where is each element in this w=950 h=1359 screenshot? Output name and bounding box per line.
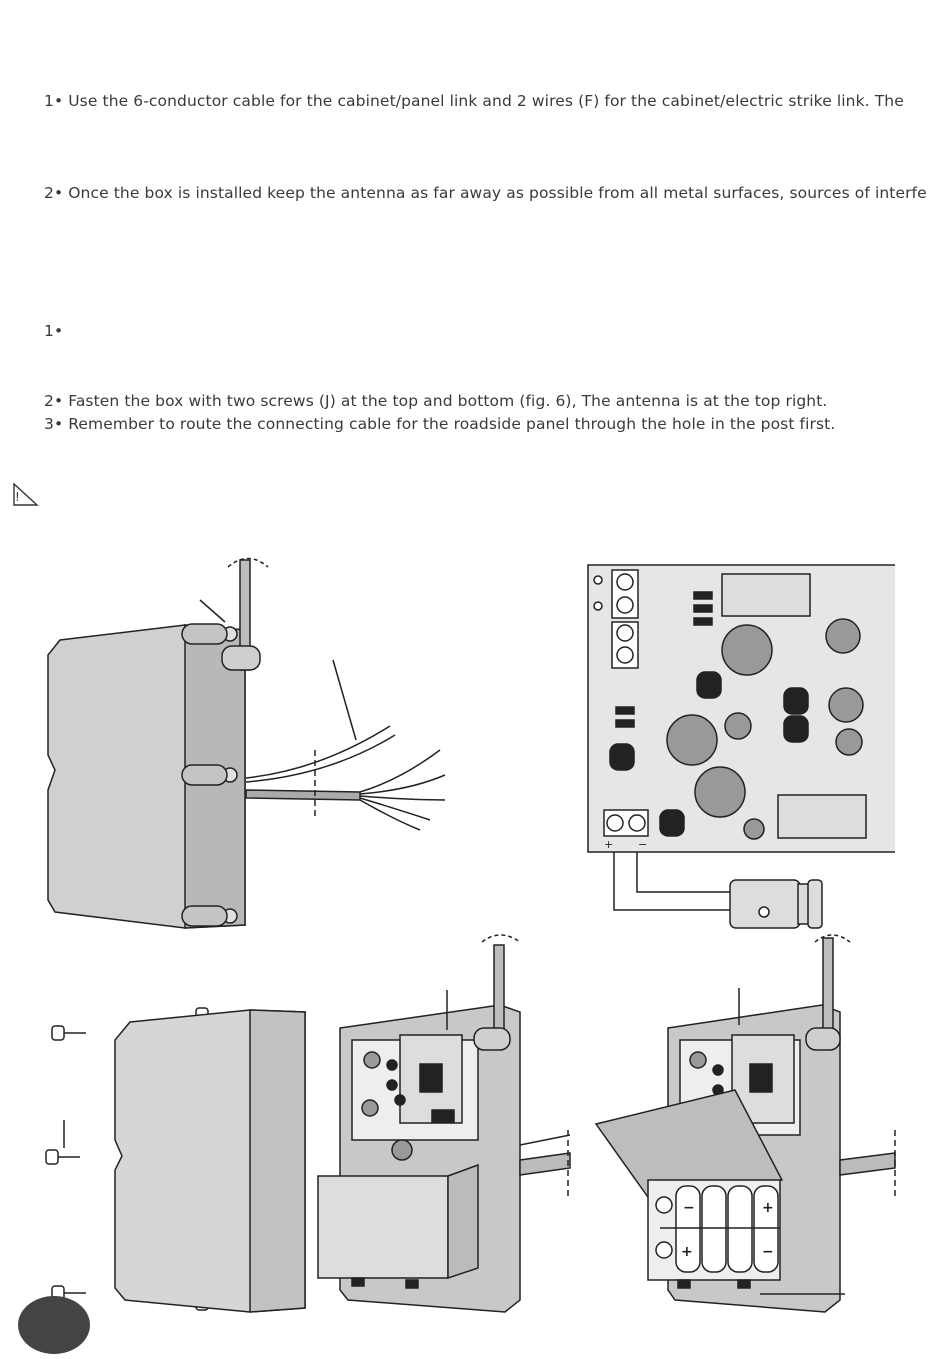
instruction-item-3: 1•	[44, 322, 64, 340]
page-number-badge	[18, 1296, 90, 1354]
battery-plus-top-label: +	[762, 1200, 774, 1216]
circuit-board-diagram	[587, 564, 895, 911]
terminal-minus-label: −	[638, 838, 647, 851]
battery-compartment-view	[594, 934, 896, 1313]
control-box-side-view	[47, 557, 446, 929]
box-exploded-assembly	[45, 934, 571, 1313]
electric-strike	[729, 879, 823, 929]
svg-text:!: !	[15, 490, 20, 504]
battery-plus-bottom-label: +	[681, 1244, 693, 1260]
instruction-item-2: 2• Once the box is installed keep the an…	[44, 184, 927, 202]
instruction-item-4: 2• Fasten the box with two screws (J) at…	[44, 392, 828, 410]
battery-minus-bottom-label: −	[762, 1244, 774, 1260]
instruction-item-5: 3• Remember to route the connecting cabl…	[44, 415, 836, 433]
battery-minus-top-label: −	[683, 1200, 695, 1216]
warning-icon: !	[13, 482, 39, 506]
terminal-plus-label: +	[604, 838, 613, 851]
instruction-item-1: 1• Use the 6-conductor cable for the cab…	[44, 92, 904, 110]
